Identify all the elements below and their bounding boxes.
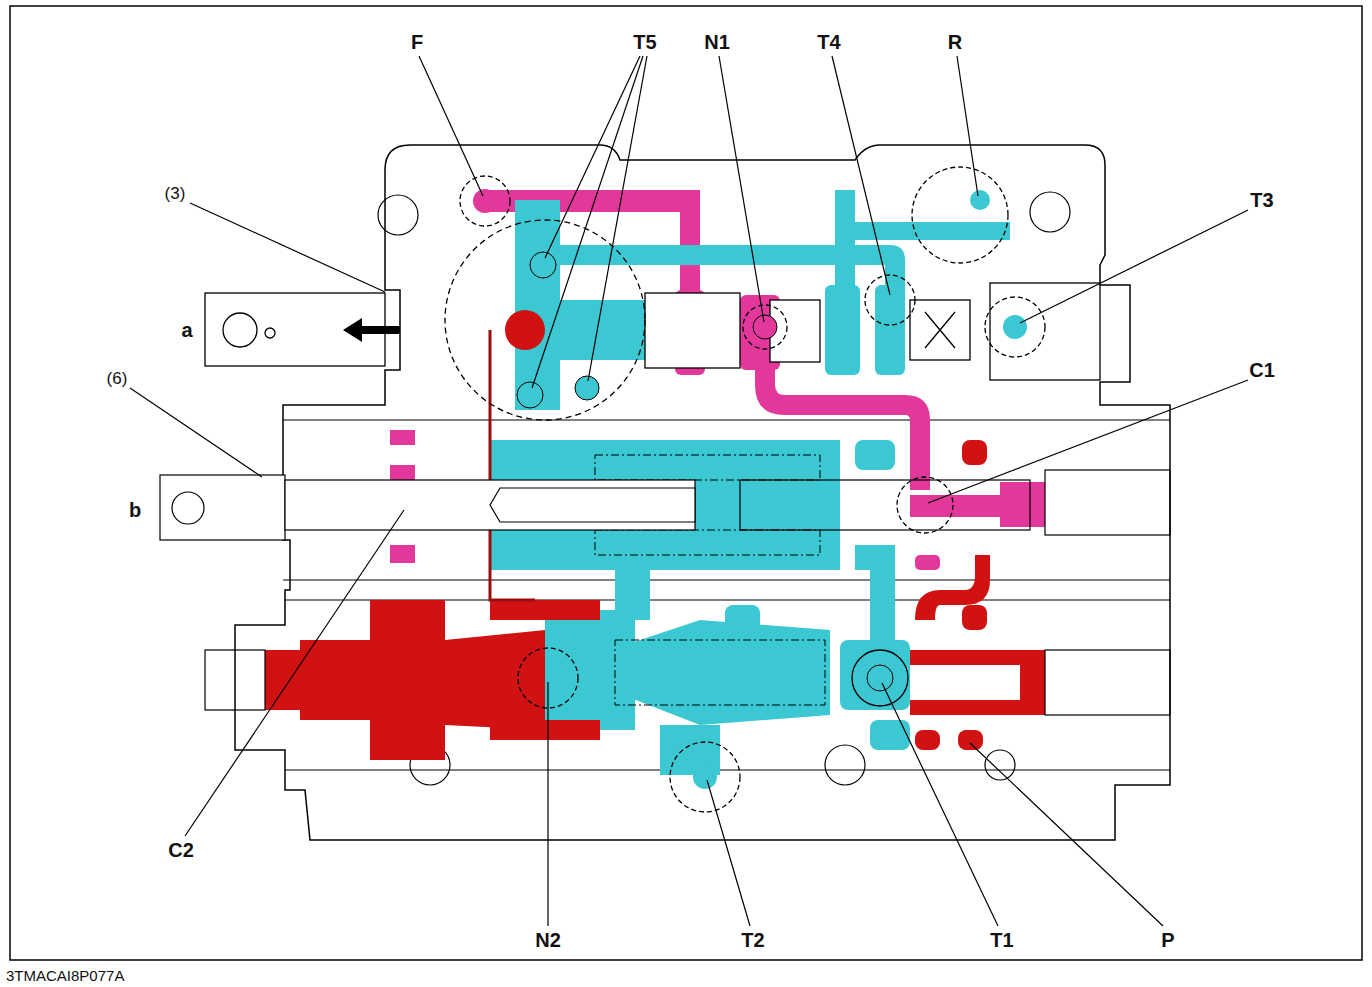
callout-number: (6)	[107, 370, 128, 387]
figure-code: 3TMACAI8P077A	[6, 968, 124, 983]
position-label: b	[129, 500, 141, 520]
direction-arrow	[343, 318, 400, 342]
port-label: T4	[817, 32, 840, 52]
port-label: N1	[704, 32, 730, 52]
callout-number: (3)	[165, 185, 186, 202]
pilot-line	[490, 330, 535, 600]
port-label: F	[411, 32, 423, 52]
leader-lines	[130, 56, 1248, 926]
port-label: C2	[168, 840, 194, 860]
spool-bottom	[205, 470, 1170, 715]
pump-channel	[265, 310, 1045, 760]
port-label: C1	[1249, 360, 1275, 380]
frame	[10, 6, 1362, 960]
port-label: T1	[990, 930, 1013, 950]
port-label: T5	[633, 32, 656, 52]
port-label: T3	[1250, 190, 1273, 210]
spool-3	[205, 167, 1100, 812]
tank-channel	[490, 190, 1027, 789]
spool-6	[160, 475, 1030, 540]
port-label: R	[948, 32, 962, 52]
position-label: a	[181, 320, 192, 340]
port-label: T2	[741, 930, 764, 950]
port-label: P	[1161, 930, 1174, 950]
port-dots	[517, 252, 893, 691]
valve-body	[235, 145, 1170, 840]
port-label: N2	[535, 930, 561, 950]
